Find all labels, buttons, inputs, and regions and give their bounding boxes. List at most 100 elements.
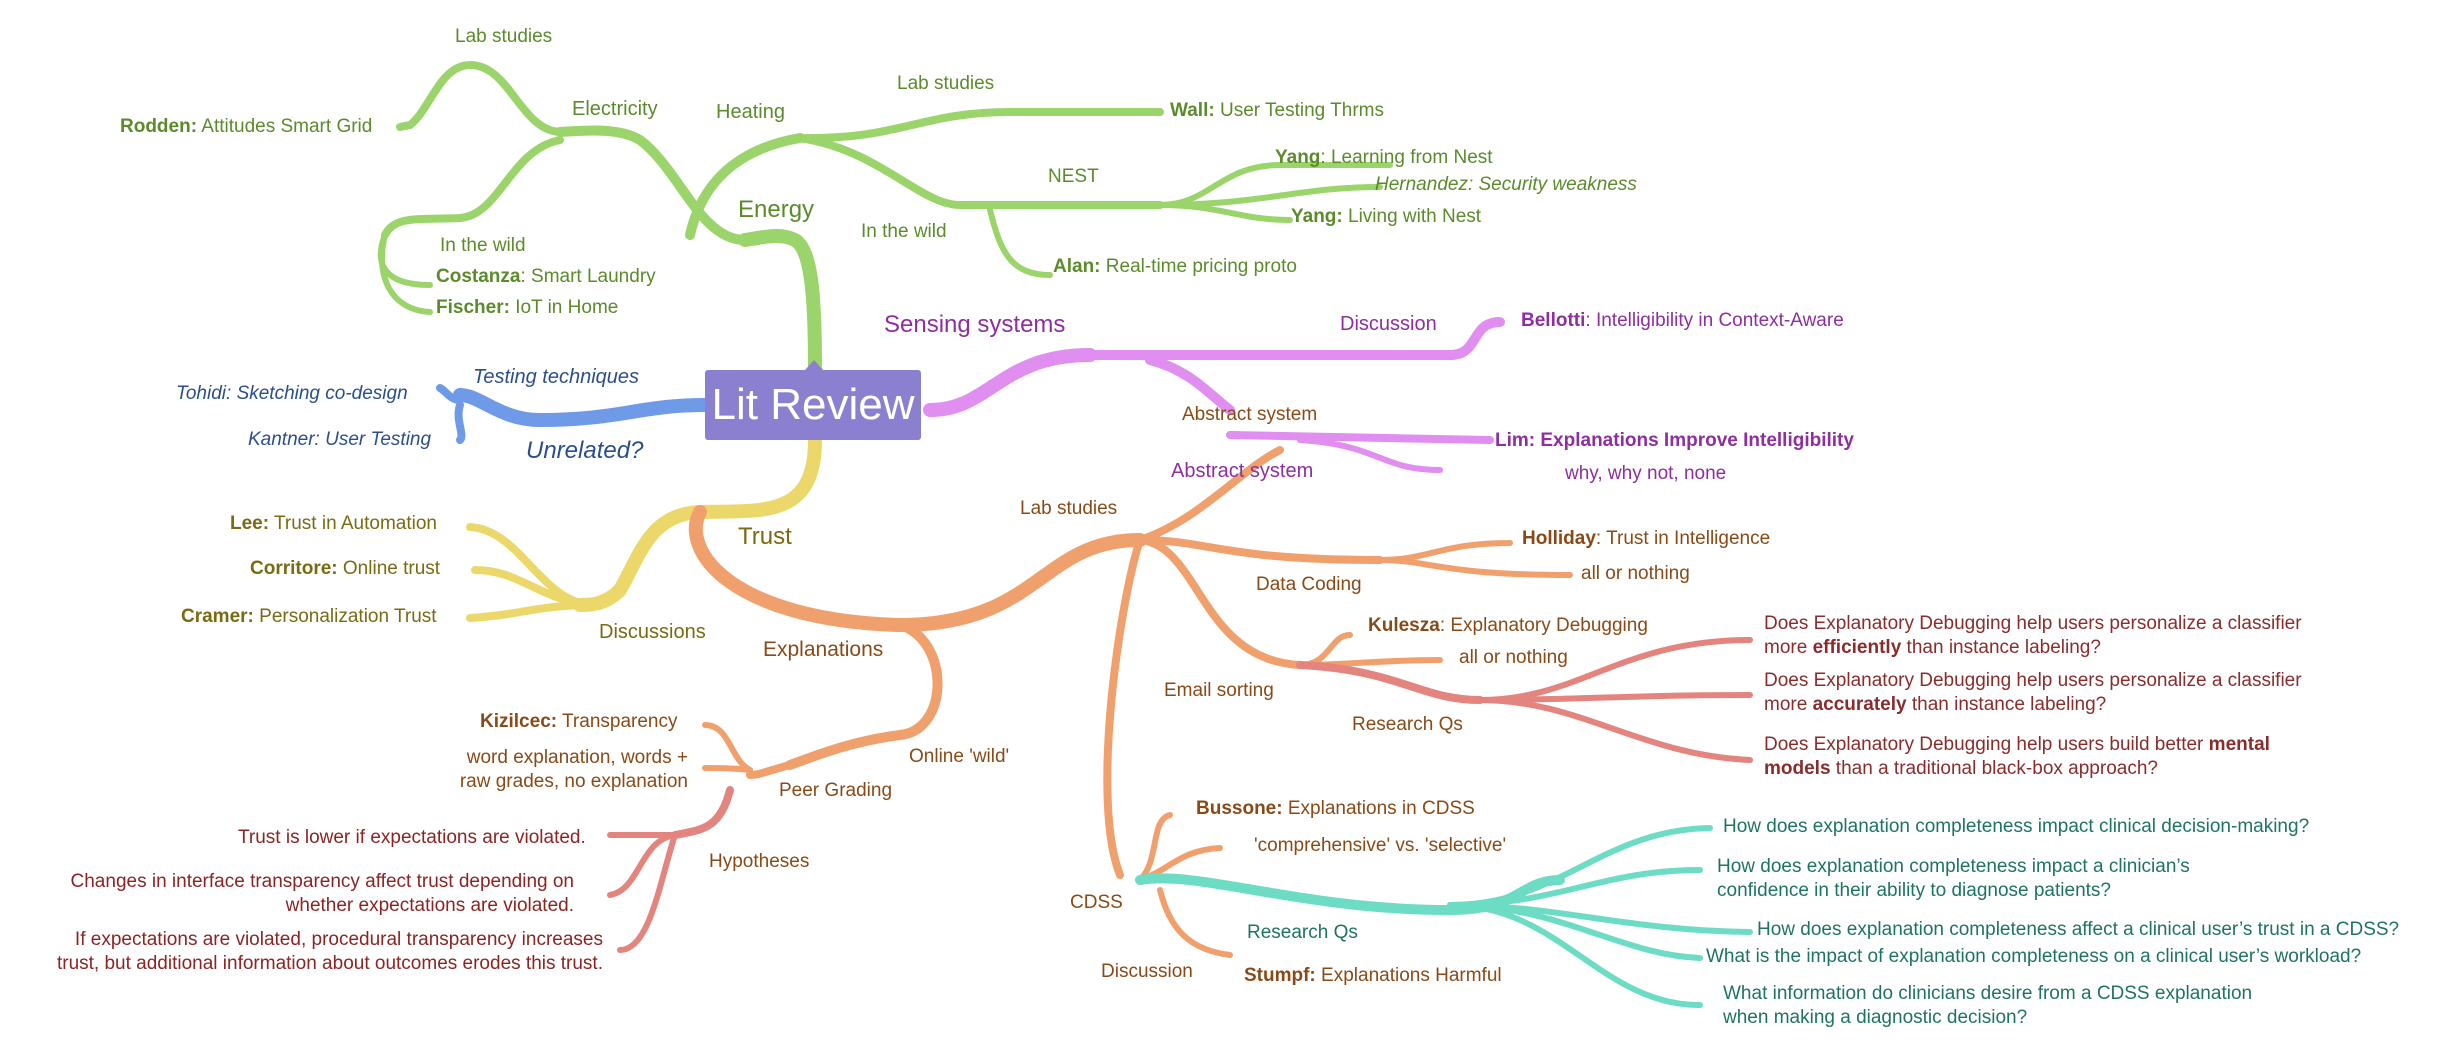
word-explanation-line-1: word explanation, words + (466, 747, 688, 768)
online-wild-node[interactable]: Online 'wild' (909, 746, 1010, 767)
abstract-system-1-node[interactable]: Abstract system (1182, 404, 1318, 425)
rq-efficiently-line-2: more efficiently than instance labeling? (1764, 637, 2101, 658)
corritore-author: Corritore: (250, 558, 338, 579)
yang1-node[interactable]: Yang: Learning from Nest (1275, 146, 1493, 170)
link-lab-datacoding (1136, 536, 1384, 564)
yang2-node[interactable]: Yang: Living with Nest (1291, 205, 1481, 229)
rq-efficiently-node[interactable]: Does Explanatory Debugging help users pe… (1764, 612, 2302, 660)
hypothesis-2-node[interactable]: Changes in interface transparency affect… (40, 870, 574, 918)
fischer-node[interactable]: Fischer: IoT in Home (436, 296, 618, 320)
cdss-research-qs-node[interactable]: Research Qs (1247, 922, 1358, 943)
trust-node[interactable]: Trust (738, 523, 792, 550)
elec-lab-studies-node[interactable]: Lab studies (455, 26, 553, 47)
cdss-q4-node[interactable]: What is the impact of explanation comple… (1706, 946, 2362, 967)
sensing-branch-links (923, 317, 1505, 473)
testing-techniques-node[interactable]: Testing techniques (473, 366, 640, 388)
link-root-sensing (923, 348, 1097, 417)
testing-branch-links (436, 384, 712, 444)
bussone-node[interactable]: Bussone: Explanations in CDSS (1196, 797, 1475, 821)
wall-node[interactable]: Wall: User Testing Thrms (1170, 99, 1384, 123)
energy-node[interactable]: Energy (738, 196, 815, 223)
cdss-q1-node[interactable]: How does explanation completeness impact… (1723, 816, 2310, 837)
rq-efficiently-line-1: Does Explanatory Debugging help users pe… (1764, 613, 2302, 634)
cdss-discussion-node[interactable]: Discussion (1101, 961, 1193, 982)
root-node[interactable]: Lit Review (705, 360, 921, 440)
peer-grading-node[interactable]: Peer Grading (779, 780, 893, 801)
data-coding-node[interactable]: Data Coding (1256, 574, 1362, 595)
lab-studies-node[interactable]: Lab studies (1020, 498, 1118, 519)
explanations-node[interactable]: Explanations (763, 638, 884, 661)
heat-in-the-wild-node[interactable]: In the wild (861, 221, 947, 242)
why-node[interactable]: why, why not, none (1565, 463, 1727, 484)
lee-node[interactable]: Lee: Trust in Automation (230, 512, 437, 536)
alan-node[interactable]: Alan: Real-time pricing proto (1053, 255, 1297, 279)
cramer-node[interactable]: Cramer: Personalization Trust (181, 605, 437, 629)
all-or-nothing-2-node[interactable]: all or nothing (1459, 647, 1568, 668)
stumpf-author: Stumpf: (1244, 965, 1316, 986)
link-root-testing (453, 388, 712, 428)
kantner-node[interactable]: Kantner: User Testing (248, 429, 432, 450)
cdss-q5-line-1: What information do clinicians desire fr… (1723, 983, 2253, 1004)
link-online-peer (746, 761, 794, 779)
tohidi-node[interactable]: Tohidi: Sketching co-design (176, 383, 408, 404)
costanza-title: : Smart Laundry (520, 266, 656, 287)
link-root-trust (573, 433, 822, 612)
yang2-title: Living with Nest (1342, 206, 1482, 227)
link-peer-hyp (671, 786, 734, 839)
rq-mental-models-line-2: models than a traditional black-box appr… (1764, 758, 2158, 779)
cdss-q2-node[interactable]: How does explanation completeness impact… (1717, 855, 2190, 903)
nest-node[interactable]: NEST (1048, 166, 1099, 187)
word-explanation-line-2: raw grades, no explanation (459, 771, 688, 792)
hypothesis-3-node[interactable]: If expectations are violated, procedural… (25, 928, 603, 976)
hypothesis-1-node[interactable]: Trust is lower if expectations are viola… (238, 827, 586, 848)
cdss-q2-line-1: How does explanation completeness impact… (1717, 856, 2190, 877)
cdss-q3-node[interactable]: How does explanation completeness affect… (1757, 919, 2400, 940)
all-or-nothing-1-node[interactable]: all or nothing (1581, 563, 1690, 584)
sensing-node[interactable]: Sensing systems (884, 311, 1066, 338)
heating-node[interactable]: Heating (716, 101, 785, 123)
energy-branch-links (377, 60, 1393, 375)
stumpf-node[interactable]: Stumpf: Explanations Harmful (1244, 964, 1502, 988)
word-explanation-node[interactable]: word explanation, words + raw grades, no… (440, 746, 688, 794)
kizilcec-title: Transparency (557, 711, 678, 732)
holliday-author: Holliday (1522, 528, 1596, 549)
abstract-system-2-node[interactable]: Abstract system (1171, 460, 1314, 482)
link-abstract-why (1297, 437, 1443, 473)
email-sorting-node[interactable]: Email sorting (1164, 680, 1274, 701)
comprehensive-node[interactable]: 'comprehensive' vs. 'selective' (1254, 835, 1507, 856)
hypotheses-node[interactable]: Hypotheses (709, 851, 810, 872)
holliday-node[interactable]: Holliday: Trust in Intelligence (1522, 527, 1770, 551)
hernandez-node[interactable]: Hernandez: Security weakness (1375, 174, 1637, 195)
rodden-node[interactable]: Rodden: Attitudes Smart Grid (120, 115, 372, 139)
kizilcec-node[interactable]: Kizilcec: Transparency (480, 710, 678, 734)
link-email-rq (1296, 661, 1484, 704)
wall-title: User Testing Thrms (1214, 100, 1384, 121)
link-cdss-stumpf (1157, 887, 1233, 958)
bellotti-node[interactable]: Bellotti: Intelligibility in Context-Awa… (1521, 309, 1844, 333)
corritore-node[interactable]: Corritore: Online trust (250, 557, 440, 581)
link-heating-lab (796, 108, 1164, 143)
unrelated-node[interactable]: Unrelated? (526, 437, 644, 464)
kulesza-title: : Explanatory Debugging (1439, 615, 1648, 636)
kulesza-author: Kulesza (1368, 615, 1440, 636)
kulesza-node[interactable]: Kulesza: Explanatory Debugging (1368, 614, 1648, 638)
link-heating-nest (796, 134, 1164, 209)
electricity-node[interactable]: Electricity (572, 98, 658, 120)
alan-author: Alan: (1053, 256, 1101, 277)
cdss-branch-links (1135, 825, 1753, 1008)
elec-in-the-wild-node[interactable]: In the wild (440, 235, 526, 256)
link-peer-kizilcec (702, 722, 753, 773)
cdss-node[interactable]: CDSS (1070, 892, 1123, 913)
rq-mental-models-node[interactable]: Does Explanatory Debugging help users bu… (1764, 733, 2270, 781)
email-research-qs-node[interactable]: Research Qs (1352, 714, 1463, 735)
link-abstract2-lab (1136, 446, 1284, 544)
rq-accurately-node[interactable]: Does Explanatory Debugging help users pe… (1764, 669, 2302, 717)
discussions-node[interactable]: Discussions (599, 621, 706, 643)
costanza-node[interactable]: Costanza: Smart Laundry (436, 265, 656, 289)
lim-node[interactable]: Lim: Explanations Improve Intelligibilit… (1495, 430, 1854, 451)
holliday-title: : Trust in Intelligence (1595, 528, 1771, 549)
link-email-kulesza (1297, 632, 1353, 668)
cdss-q5-node[interactable]: What information do clinicians desire fr… (1723, 982, 2252, 1030)
sensing-discussion-node[interactable]: Discussion (1340, 313, 1437, 335)
heat-lab-studies-node[interactable]: Lab studies (897, 73, 995, 94)
